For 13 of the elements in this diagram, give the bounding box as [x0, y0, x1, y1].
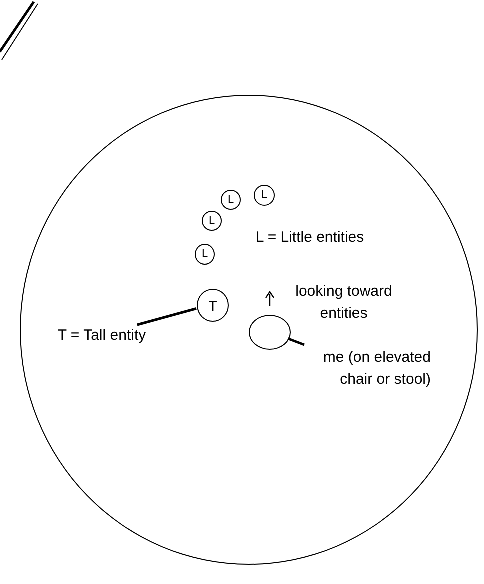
direction-note: looking toward entities — [294, 282, 394, 324]
note-text: me (on elevated chair or stool) — [301, 346, 431, 392]
entity-circle: L — [221, 190, 241, 210]
note-text: T = Tall entity — [47, 326, 157, 346]
leader-line — [137, 308, 197, 326]
entity-circle: T — [197, 289, 229, 322]
entity-circle: L — [195, 244, 215, 265]
entity-circle: L — [254, 185, 275, 206]
entity-circle: L — [202, 211, 222, 231]
leader-line — [288, 338, 305, 346]
person-circle — [249, 315, 291, 350]
room-outline-circle — [20, 95, 478, 565]
legend-note: L = Little entities — [254, 228, 366, 248]
